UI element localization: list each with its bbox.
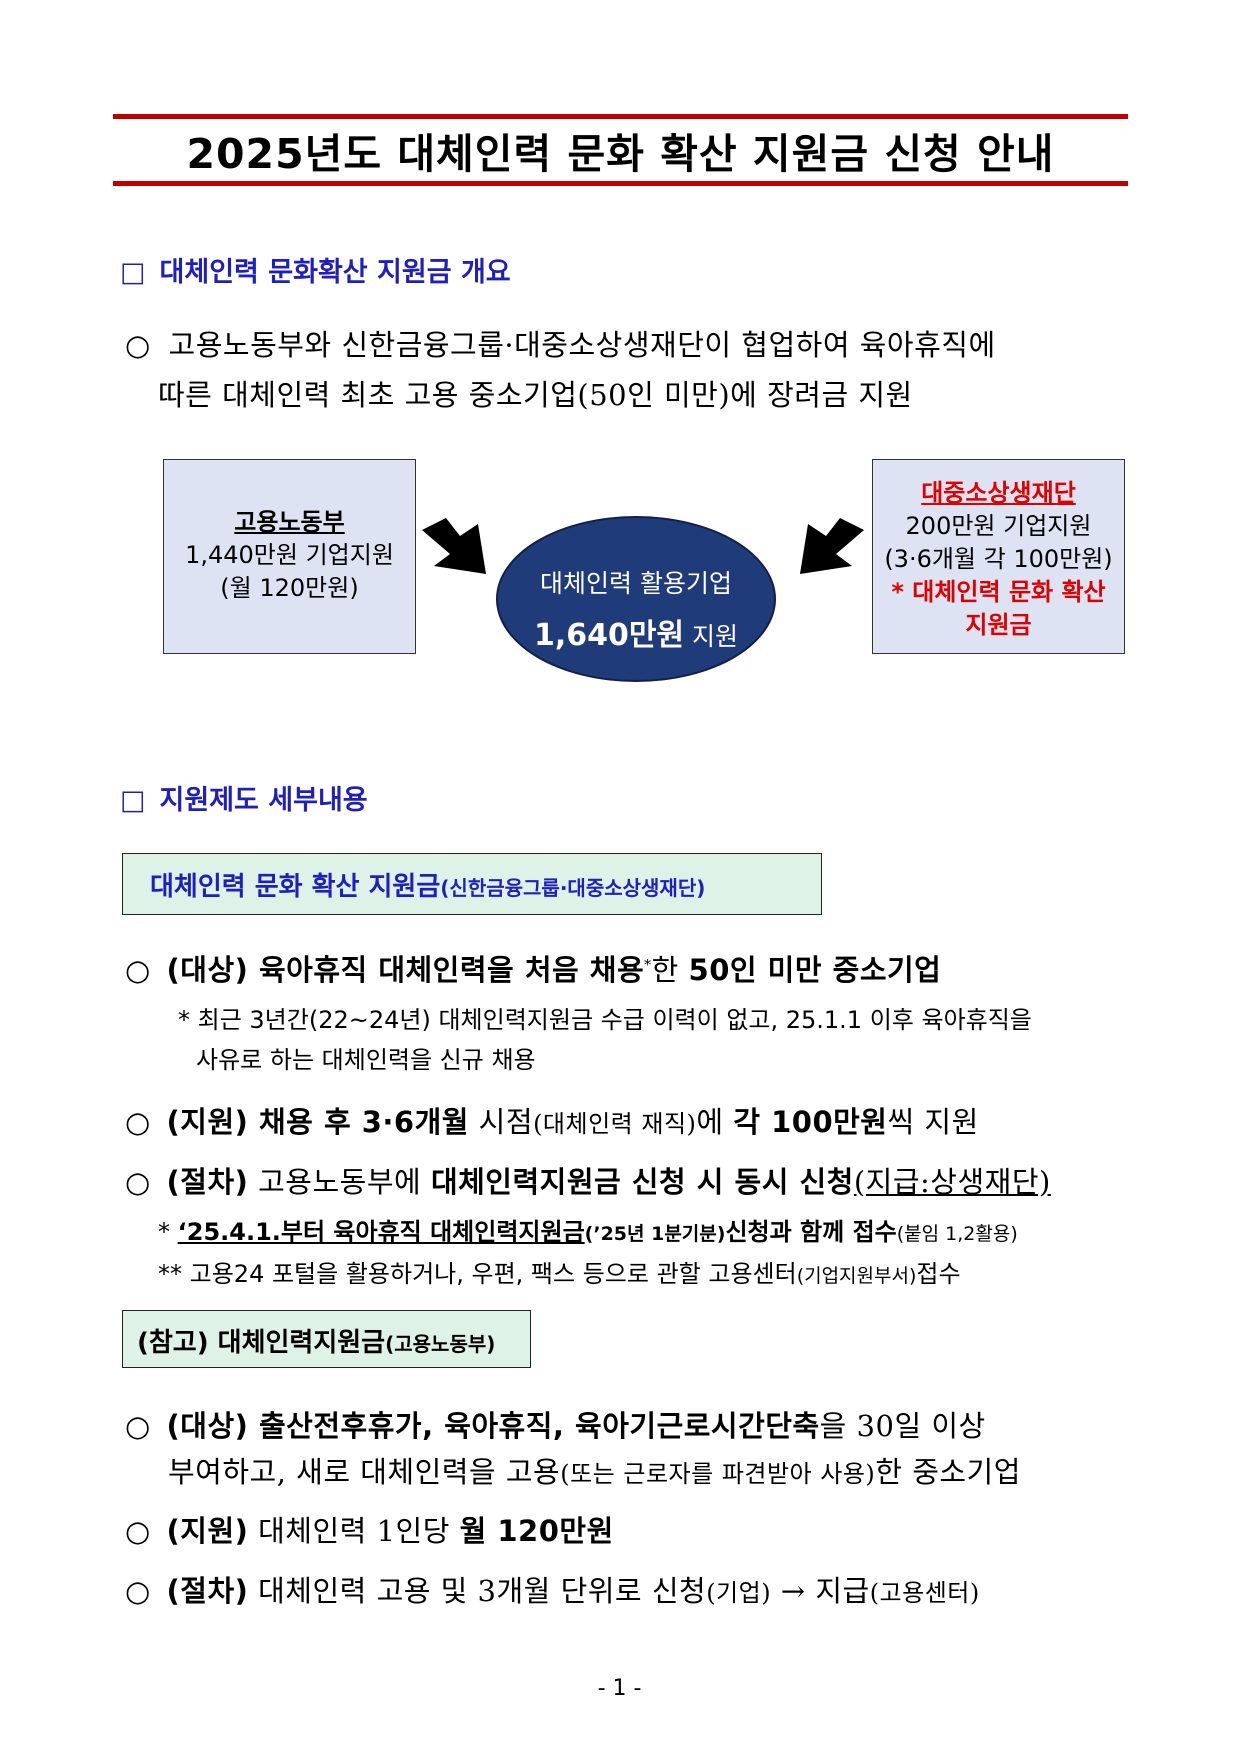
ministry-box-title: 고용노동부 <box>234 508 345 536</box>
target-label: (대상) <box>166 953 249 987</box>
arrow-left-icon <box>800 518 864 574</box>
ref-target-leaves: 출산전후휴가, 육아휴직, 육아기근로시간단축 <box>248 1409 820 1443</box>
beneficiary-ellipse: 대체인력 활용기업 1,640만원 지원 <box>496 516 776 682</box>
ministry-box-amount: 1,440만원 기업지원 <box>185 541 394 569</box>
foundation-box-note1: * 대체인력 문화 확산 <box>891 578 1106 606</box>
procedure-note1-date: ‘25.4.1.부터 육아휴직 대체인력지원금 <box>177 1218 585 1246</box>
ref-target-days: 을 30일 이상 <box>819 1409 986 1443</box>
ref-support-line: ○ (지원) 대체인력 1인당 월 120만원 <box>125 1508 614 1550</box>
procedure-text-ministry: 고용노동부에 <box>248 1165 431 1199</box>
culture-subsidy-tag-main: 대체인력 문화 확산 지원금 <box>150 872 441 902</box>
procedure-note2-dept: (기업지원부서) <box>796 1265 917 1287</box>
support-text-each: 씩 지원 <box>887 1105 979 1139</box>
reference-tag-sub: (고용노동부) <box>385 1332 496 1356</box>
ref-procedure-center: (고용센터) <box>869 1579 980 1607</box>
support-text-employed: (대체인력 재직) <box>533 1110 697 1138</box>
procedure-note2-text: 고용24 포털을 활용하거나, 우편, 팩스 등으로 관할 고용센터 <box>189 1260 797 1288</box>
procedure-label: (절차) <box>166 1165 249 1199</box>
ref-support-amount: 월 120만원 <box>459 1514 614 1548</box>
target-note-line1: * 최근 3년간(22~24년) 대체인력지원금 수급 이력이 없고, 25.1… <box>178 1006 1032 1034</box>
page-title: 2025년도 대체인력 문화 확산 지원금 신청 안내 <box>186 130 1055 178</box>
ref-support-per-person: 대체인력 1인당 <box>248 1514 460 1548</box>
section-details-title: 지원제도 세부내용 <box>159 785 368 816</box>
procedure-note2-star: ** <box>158 1260 190 1288</box>
ref-procedure-line: ○ (절차) 대체인력 고용 및 3개월 단위로 신청(기업) → 지급(고용센… <box>125 1568 980 1610</box>
procedure-note1-star: * <box>158 1218 178 1246</box>
ref-target-grant: 부여하고, 새로 대체인력을 고용 <box>168 1455 561 1489</box>
support-text-at: 에 <box>696 1105 734 1139</box>
ref-target-line1: ○ (대상) 출산전후휴가, 육아휴직, 육아기근로시간단축을 30일 이상 <box>125 1403 986 1445</box>
target-text-company: 50인 미만 중소기업 <box>688 953 942 987</box>
section-overview-heading: □ 대체인력 문화확산 지원금 개요 <box>120 250 511 289</box>
procedure-note1-quarter: (’25년 1분기분) <box>584 1223 726 1245</box>
overview-text-2: 따른 대체인력 최초 고용 중소기업(50인 미만)에 장려금 지원 <box>158 378 913 412</box>
target-text-plain: 한 <box>651 953 689 987</box>
ministry-box: 고용노동부 1,440만원 기업지원 (월 120만원) <box>163 459 416 654</box>
circle-bullet-icon: ○ <box>125 1514 151 1548</box>
support-text-point: 시점 <box>468 1105 534 1139</box>
beneficiary-amount-line: 1,640만원 지원 <box>498 610 774 654</box>
section-details-heading: □ 지원제도 세부내용 <box>120 778 368 817</box>
ref-procedure-label: (절차) <box>166 1574 249 1608</box>
foundation-box-schedule: (3·6개월 각 100만원) <box>884 545 1113 573</box>
circle-bullet-icon: ○ <box>125 328 151 362</box>
procedure-text-payer: (지급:상생재단) <box>853 1165 1051 1199</box>
foundation-box: 대중소상생재단 200만원 기업지원 (3·6개월 각 100만원) * 대체인… <box>872 459 1125 654</box>
overview-text-1: 고용노동부와 신한금융그룹·대중소상생재단이 협업하여 육아휴직에 <box>168 328 996 362</box>
ref-target-line2: 부여하고, 새로 대체인력을 고용(또는 근로자를 파견받아 사용)한 중소기업 <box>168 1449 1021 1491</box>
square-marker-icon: □ <box>120 785 146 816</box>
support-line: ○ (지원) 채용 후 3·6개월 시점(대체인력 재직)에 각 100만원씩 … <box>125 1099 979 1141</box>
foundation-box-amount: 200만원 기업지원 <box>905 512 1092 540</box>
ref-procedure-company: (기업) <box>706 1579 772 1607</box>
circle-bullet-icon: ○ <box>125 1165 151 1199</box>
procedure-text-simultaneous: 대체인력지원금 신청 시 동시 신청 <box>430 1165 854 1199</box>
circle-bullet-icon: ○ <box>125 1409 151 1443</box>
title-rule-top <box>113 114 1128 119</box>
beneficiary-support-word: 지원 <box>684 622 739 651</box>
ref-target-label: (대상) <box>166 1409 249 1443</box>
title-rule-bottom <box>113 181 1128 186</box>
foundation-box-title: 대중소상생재단 <box>921 479 1076 507</box>
circle-bullet-icon: ○ <box>125 1574 151 1608</box>
beneficiary-amount: 1,640만원 <box>533 618 685 653</box>
ministry-box-monthly: (월 120만원) <box>220 574 359 602</box>
page-number: - 1 - <box>597 1676 642 1701</box>
overview-paragraph-line2: 따른 대체인력 최초 고용 중소기업(50인 미만)에 장려금 지원 <box>158 372 913 414</box>
target-text-bold: 육아휴직 대체인력을 처음 채용 <box>248 953 645 987</box>
circle-bullet-icon: ○ <box>125 953 151 987</box>
procedure-note1: * ‘25.4.1.부터 육아휴직 대체인력지원금(’25년 1분기분)신청과 … <box>158 1212 1018 1247</box>
section-overview-title: 대체인력 문화확산 지원금 개요 <box>159 257 511 288</box>
ref-target-dispatch: (또는 근로자를 파견받아 사용) <box>560 1460 876 1488</box>
target-footnote-mark: * <box>644 957 652 974</box>
target-note-line2: 사유로 하는 대체인력을 신규 채용 <box>196 1046 536 1074</box>
ref-procedure-pay: → 지급 <box>771 1574 870 1608</box>
reference-tag: (참고) 대체인력지원금(고용노동부) <box>122 1310 531 1368</box>
procedure-note2: ** 고용24 포털을 활용하거나, 우편, 팩스 등으로 관할 고용센터(기업… <box>158 1254 961 1289</box>
square-marker-icon: □ <box>120 257 146 288</box>
ref-target-sme: 한 중소기업 <box>875 1455 1021 1489</box>
beneficiary-label: 대체인력 활용기업 <box>540 569 732 598</box>
reference-tag-main: (참고) 대체인력지원금 <box>137 1328 386 1358</box>
ref-support-label: (지원) <box>166 1514 249 1548</box>
overview-paragraph-line1: ○ 고용노동부와 신한금융그룹·대중소상생재단이 협업하여 육아휴직에 <box>125 322 996 364</box>
procedure-note2-tail: 접수 <box>916 1260 961 1288</box>
procedure-line: ○ (절차) 고용노동부에 대체인력지원금 신청 시 동시 신청(지급:상생재단… <box>125 1159 1051 1201</box>
circle-bullet-icon: ○ <box>125 1105 151 1139</box>
support-amount: 각 100만원 <box>733 1105 888 1139</box>
target-line: ○ (대상) 육아휴직 대체인력을 처음 채용*한 50인 미만 중소기업 <box>125 947 941 989</box>
procedure-note1-attach: (붙임 1,2활용) <box>896 1223 1018 1245</box>
support-timing: 채용 후 3·6개월 <box>248 1105 469 1139</box>
ref-procedure-apply: 대체인력 고용 및 3개월 단위로 신청 <box>248 1574 707 1608</box>
arrow-right-icon <box>422 518 486 574</box>
support-label: (지원) <box>166 1105 249 1139</box>
procedure-note1-accept: 신청과 함께 접수 <box>725 1218 897 1246</box>
culture-subsidy-tag-sub: (신한금융그룹·대중소상생재단) <box>440 876 706 900</box>
foundation-box-note2: 지원금 <box>965 611 1032 639</box>
culture-subsidy-tag: 대체인력 문화 확산 지원금(신한금융그룹·대중소상생재단) <box>122 853 822 915</box>
